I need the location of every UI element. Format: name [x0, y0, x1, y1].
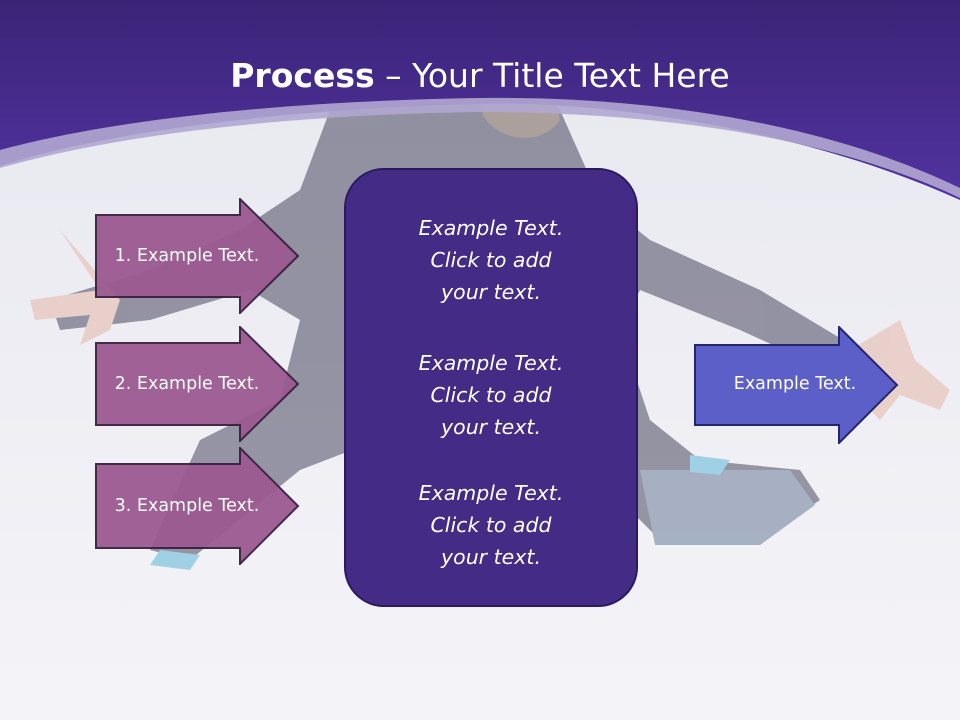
left-arrow-1 — [95, 198, 300, 314]
center-text-1-line3: your text. — [441, 280, 541, 304]
left-arrow-2-label: 2. Example Text. — [114, 374, 260, 394]
right-arrow — [694, 326, 899, 444]
center-text-1-line1: Example Text. — [418, 216, 564, 240]
left-arrow-1-label: 1. Example Text. — [114, 246, 260, 266]
center-text-block-2: Example Text. Click to add your text. — [344, 347, 638, 443]
left-arrow-2 — [95, 326, 300, 442]
center-text-2-line1: Example Text. — [418, 351, 564, 375]
center-text-3-line3: your text. — [441, 545, 541, 569]
title-bold-part: Process — [230, 56, 375, 95]
center-text-1-line2: Click to add — [430, 248, 552, 272]
center-text-2-line3: your text. — [441, 415, 541, 439]
center-text-3-line2: Click to add — [430, 513, 552, 537]
left-arrow-3 — [95, 447, 300, 565]
center-text-2-line2: Click to add — [430, 383, 552, 407]
right-arrow-label: Example Text. — [733, 374, 857, 394]
center-text-3-line1: Example Text. — [418, 481, 564, 505]
center-content-box — [344, 168, 638, 607]
left-arrow-3-label: 3. Example Text. — [114, 496, 260, 516]
title-regular-part: – Your Title Text Here — [374, 56, 730, 95]
center-text-block-1: Example Text. Click to add your text. — [344, 212, 638, 308]
slide-title: Process – Your Title Text Here — [0, 52, 960, 100]
center-text-block-3: Example Text. Click to add your text. — [344, 477, 638, 573]
